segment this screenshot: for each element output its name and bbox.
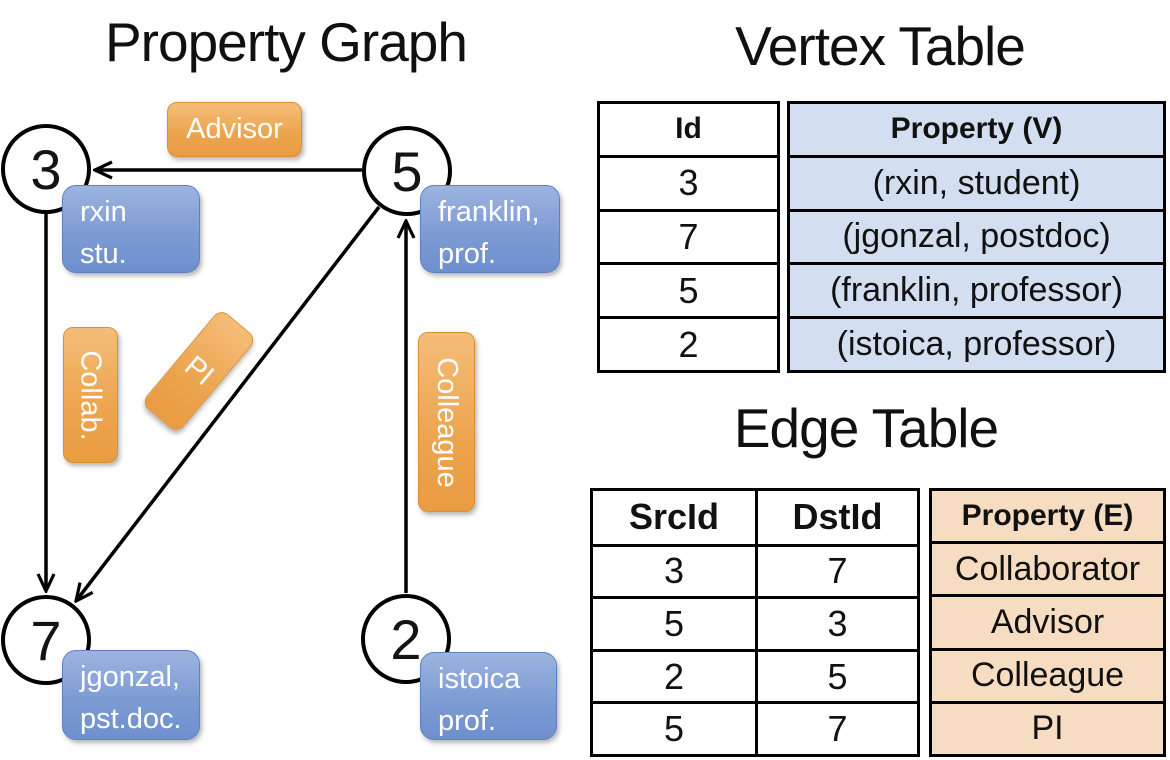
table-cell: 7 <box>600 208 777 263</box>
table-cell: 3 <box>600 154 777 209</box>
edge-table-header-dstid: DstId <box>755 491 917 544</box>
vertex-label-franklin: franklin, prof. <box>420 185 560 273</box>
table-cell: Colleague <box>932 647 1163 701</box>
table-cell: 2 <box>593 648 755 702</box>
edge-table-id-columns: SrcId DstId 3 7 5 3 2 5 5 7 <box>590 488 920 757</box>
edge-label-colleague-text: Colleague <box>431 356 464 488</box>
edge-label-pi: PI <box>140 308 258 434</box>
table-cell: 5 <box>755 648 917 702</box>
vertex-label-franklin-line1: franklin, <box>438 196 540 228</box>
table-cell: 7 <box>755 701 917 754</box>
table-cell: 2 <box>600 316 777 370</box>
vertex-label-franklin-line2: prof. <box>438 238 497 270</box>
edge-label-collab-text: Collab. <box>75 349 107 441</box>
vertex-id-5: 5 <box>391 139 423 203</box>
property-graph-panel: Property Graph 3 5 7 2 Advisor Collab. P… <box>1 11 560 740</box>
edge-table-header-property: Property (E) <box>961 499 1134 533</box>
table-cell: 3 <box>755 596 917 649</box>
table-cell: (rxin, student) <box>790 154 1163 209</box>
edge-label-pi-text: PI <box>178 349 221 392</box>
vertex-label-istoica-line1: istoica <box>438 663 521 695</box>
edge-label-colleague: Colleague <box>418 332 475 512</box>
vertex-label-jgonzal-line1: jgonzal, <box>80 661 180 693</box>
vertex-label-istoica-line2: prof. <box>438 705 497 737</box>
vertex-label-jgonzal: jgonzal, pst.doc. <box>62 650 200 740</box>
vertex-label-rxin: rxin stu. <box>62 185 200 273</box>
vertex-id-3: 3 <box>30 137 62 201</box>
vertex-table-property-column: Property (V) (rxin, student) (jgonzal, p… <box>787 101 1166 373</box>
table-cell: 3 <box>593 543 755 597</box>
vertex-table-header-property: Property (V) <box>890 112 1063 146</box>
vertex-table-id-column: Id 3 7 5 2 <box>597 101 780 373</box>
edge-label-collab: Collab. <box>63 327 118 463</box>
vertex-id-7: 7 <box>30 608 62 672</box>
edge-table-property-column: Property (E) Collaborator Advisor Collea… <box>929 488 1166 757</box>
vertex-id-2: 2 <box>390 607 422 671</box>
vertex-table-title: Vertex Table <box>735 15 1026 77</box>
property-graph-title: Property Graph <box>104 11 468 73</box>
edge-table-title: Edge Table <box>733 397 999 459</box>
table-cell: (franklin, professor) <box>790 262 1163 316</box>
edge-table-header-srcid: SrcId <box>628 496 720 538</box>
edge-label-advisor: Advisor <box>167 102 302 157</box>
table-cell: 5 <box>593 596 755 649</box>
table-cell: Advisor <box>932 594 1163 647</box>
vertex-label-jgonzal-line2: pst.doc. <box>80 703 182 735</box>
table-cell: (jgonzal, postdoc) <box>790 208 1163 263</box>
table-cell: 5 <box>600 262 777 316</box>
table-cell: (istoica, professor) <box>790 316 1163 370</box>
vertex-label-rxin-line1: rxin <box>80 196 127 228</box>
table-cell: PI <box>932 700 1163 754</box>
table-cell: Collaborator <box>932 541 1163 594</box>
edge-label-advisor-text: Advisor <box>186 113 283 145</box>
vertex-table-header-id: Id <box>675 112 702 146</box>
vertex-label-rxin-line2: stu. <box>80 238 127 270</box>
vertex-circle-3: 3 <box>1 124 91 214</box>
table-cell: 7 <box>755 543 917 597</box>
vertex-label-istoica: istoica prof. <box>420 652 557 740</box>
table-cell: 5 <box>593 701 755 754</box>
